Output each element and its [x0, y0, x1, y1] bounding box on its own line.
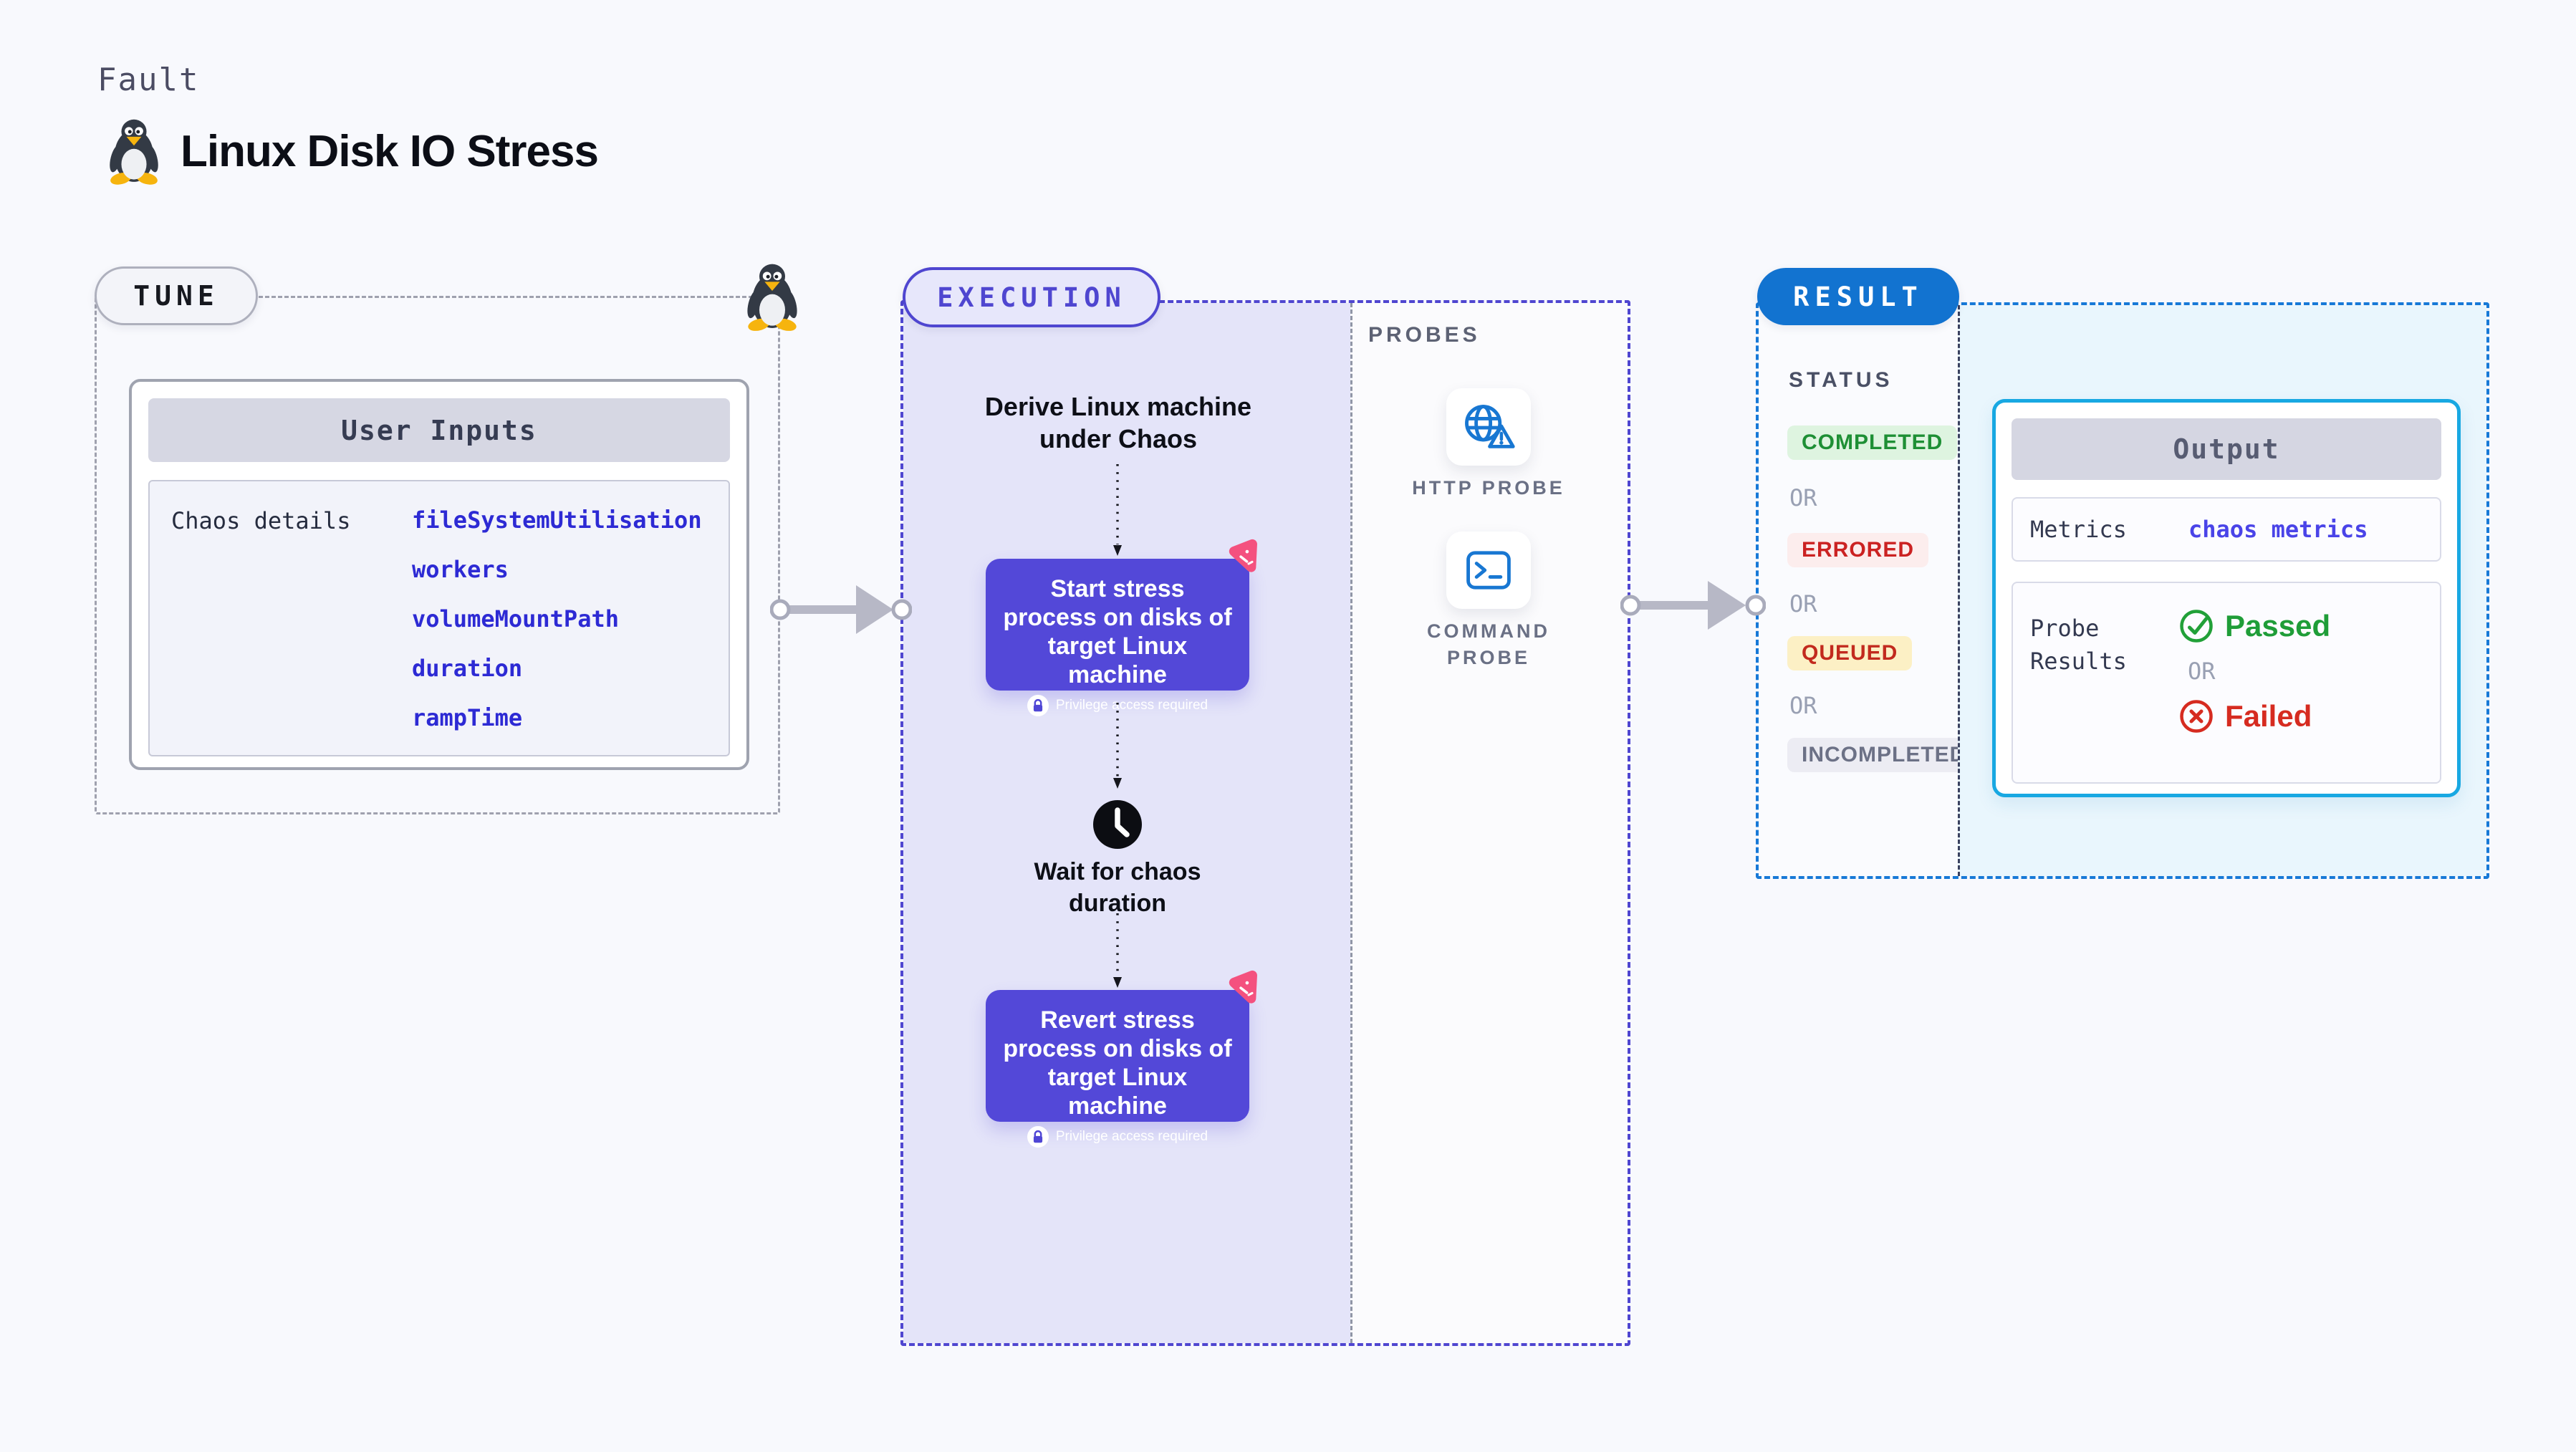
chaos-fault-icon — [1222, 536, 1267, 581]
tunable-param-list: fileSystemUtilisation workers volumeMoun… — [412, 496, 702, 743]
start-stress-node: Start stress process on disks of target … — [986, 559, 1249, 691]
tune-badge: TUNE — [95, 266, 258, 325]
or-label: OR — [1789, 484, 1817, 511]
tune-section: User Inputs Chaos details fileSystemUtil… — [95, 296, 780, 814]
status-column: STATUS COMPLETED OR ERRORED OR QUEUED OR… — [1759, 305, 1981, 876]
tunable-param: workers — [412, 556, 509, 583]
tux-penguin-icon — [106, 117, 162, 185]
tune-to-execution-arrow — [770, 585, 912, 634]
tunable-param: rampTime — [412, 704, 523, 731]
flow-arrow-down-icon — [1113, 913, 1122, 988]
privilege-label: Privilege access required — [1055, 1129, 1208, 1144]
globe-warning-icon — [1460, 402, 1517, 452]
page-title: Linux Disk IO Stress — [106, 117, 599, 185]
lock-icon — [1027, 695, 1049, 716]
passed-verdict: Passed — [2179, 609, 2330, 643]
user-inputs-card: User Inputs Chaos details fileSystemUtil… — [129, 379, 749, 770]
passed-label: Passed — [2225, 609, 2331, 643]
result-badge: RESULT — [1757, 268, 1959, 325]
lock-icon — [1027, 1126, 1049, 1148]
chaos-details-label: Chaos details — [171, 507, 351, 534]
chaos-fault-icon — [1222, 967, 1267, 1012]
metrics-value: chaos metrics — [2188, 516, 2368, 543]
failed-verdict: Failed — [2179, 699, 2330, 734]
metrics-label: Metrics — [2030, 516, 2127, 543]
output-card: Output Metrics chaos metrics Probe Resul… — [1992, 399, 2461, 797]
fault-title: Linux Disk IO Stress — [181, 126, 599, 176]
execution-to-result-arrow — [1620, 581, 1766, 630]
wait-step-label: Wait for chaos duration — [1034, 858, 1201, 917]
status-badge-completed: COMPLETED — [1787, 425, 1958, 460]
tunable-param: volumeMountPath — [412, 605, 619, 633]
or-label: OR — [1789, 590, 1817, 617]
status-badge-queued: QUEUED — [1787, 636, 1913, 670]
check-circle-icon — [2179, 609, 2214, 643]
result-section: STATUS COMPLETED OR ERRORED OR QUEUED OR… — [1756, 302, 2489, 879]
probe-results-label: Probe Results — [2030, 615, 2127, 675]
revert-stress-label: Revert stress process on disks of target… — [1003, 1006, 1232, 1120]
privilege-row: Privilege access required — [1001, 695, 1234, 716]
http-probe-card — [1446, 388, 1531, 466]
tux-penguin-icon — [744, 262, 801, 331]
or-label: OR — [1789, 692, 1817, 719]
tunable-param: duration — [412, 655, 523, 682]
terminal-icon — [1460, 545, 1517, 595]
http-probe-label: HTTP PROBE — [1412, 477, 1565, 499]
start-stress-label: Start stress process on disks of target … — [1003, 575, 1232, 688]
probe-results-row: Probe Results Passed OR Failed — [2012, 582, 2441, 784]
user-inputs-title: User Inputs — [148, 398, 730, 462]
execution-flow-area: Derive Linux machine under Chaos Start s… — [903, 303, 1350, 1343]
revert-stress-node: Revert stress process on disks of target… — [986, 990, 1249, 1122]
status-badge-incompleted: INCOMPLETED — [1787, 738, 1981, 772]
execution-badge: EXECUTION — [903, 267, 1160, 327]
command-probe-card — [1446, 532, 1531, 609]
metrics-row: Metrics chaos metrics — [2012, 497, 2441, 562]
clock-icon — [1092, 799, 1143, 850]
failed-label: Failed — [2225, 699, 2312, 733]
or-label: OR — [2188, 658, 2216, 685]
probes-area: PROBES HTTP PROBE COMMAND PROBE — [1350, 303, 1628, 1343]
command-probe-label: COMMAND PROBE — [1427, 620, 1550, 668]
flow-arrow-down-icon — [1113, 464, 1122, 556]
probe-verdicts: Passed OR Failed — [2179, 609, 2330, 734]
output-area: Output Metrics chaos metrics Probe Resul… — [1958, 305, 2486, 876]
flow-arrow-down-icon — [1113, 703, 1122, 789]
probes-label: PROBES — [1368, 323, 1481, 347]
tunable-param: fileSystemUtilisation — [412, 506, 702, 534]
status-badge-errored: ERRORED — [1787, 533, 1929, 567]
x-circle-icon — [2179, 699, 2214, 734]
output-title: Output — [2012, 418, 2441, 480]
execution-section: Derive Linux machine under Chaos Start s… — [900, 300, 1630, 1346]
status-label: STATUS — [1789, 368, 1893, 392]
privilege-label: Privilege access required — [1055, 698, 1208, 713]
user-inputs-body: Chaos details fileSystemUtilisation work… — [148, 480, 730, 756]
derive-step-label: Derive Linux machine under Chaos — [984, 392, 1252, 453]
privilege-row: Privilege access required — [1001, 1126, 1234, 1148]
fault-eyebrow: Fault — [97, 62, 200, 98]
